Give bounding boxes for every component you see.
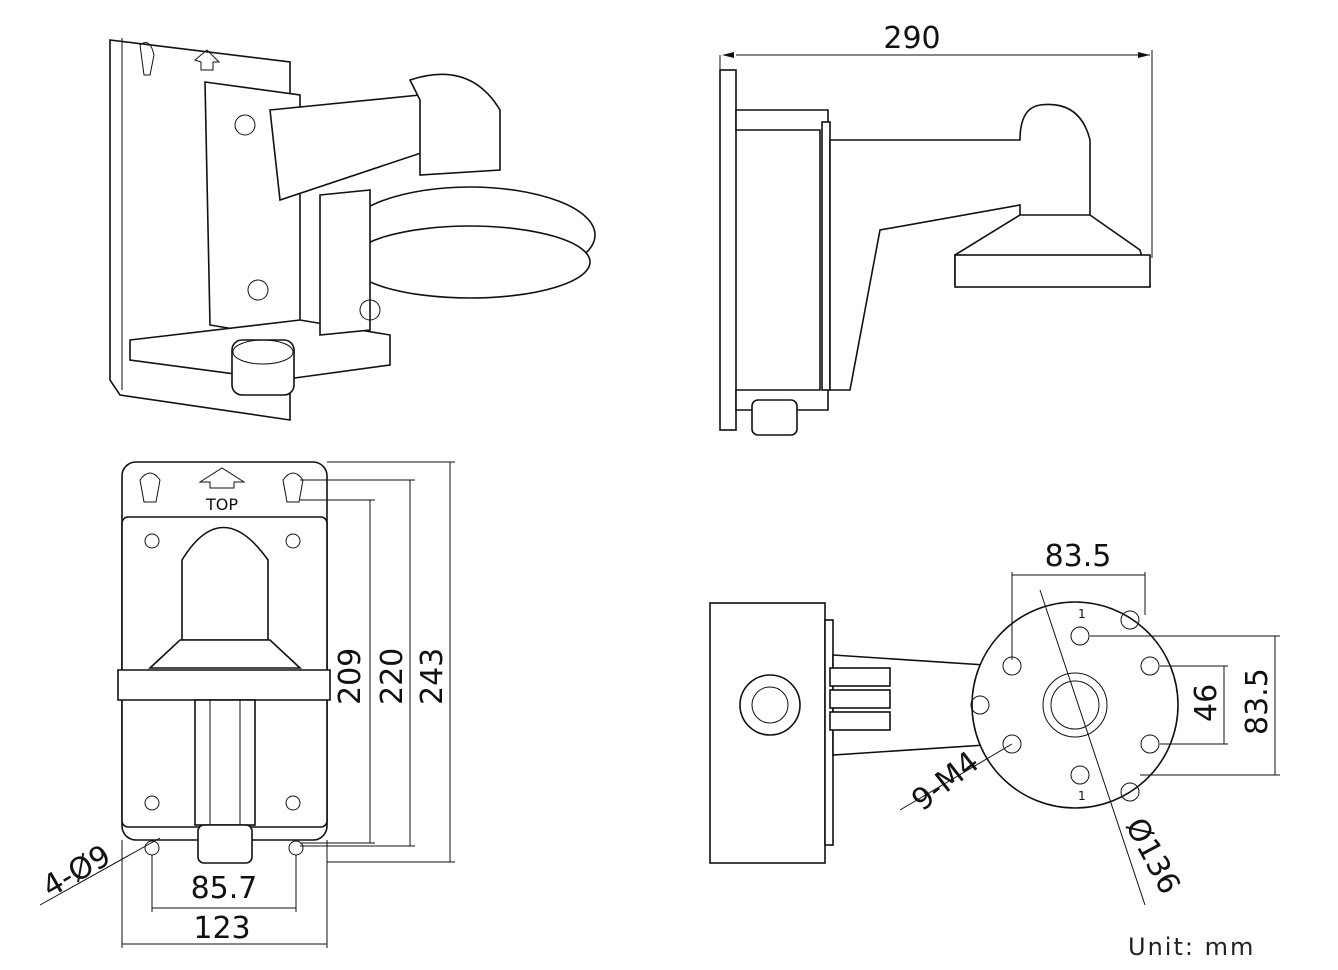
- width-123-label: 123: [193, 911, 250, 946]
- hole-spacing-v-label: 83.5: [1240, 668, 1275, 735]
- width-290-label: 290: [883, 21, 940, 56]
- screws-label: 9-M4: [905, 745, 986, 819]
- marker-1-bottom: 1: [1078, 789, 1086, 803]
- marker-1-top: 1: [1078, 607, 1086, 621]
- front-view: TOP 209 220 243 85.7 123 4-Ø9: [37, 461, 455, 948]
- height-243-label: 243: [415, 648, 450, 705]
- top-label: TOP: [205, 495, 238, 514]
- bottom-view: 1 1 83.5 46 83.5 Ø136 9-M4: [709, 539, 1280, 906]
- unit-label: Unit: mm: [1128, 933, 1255, 961]
- inner-spacing-label: 46: [1189, 684, 1224, 722]
- screw-holes: [970, 610, 1160, 802]
- hole-spacing-h-label: 83.5: [1045, 539, 1112, 574]
- side-view: 290: [719, 21, 1153, 436]
- height-220-label: 220: [375, 648, 410, 705]
- holes-label: 4-Ø9: [37, 838, 117, 905]
- isometric-view: [109, 38, 596, 421]
- height-209-label: 209: [333, 648, 368, 705]
- hole-spacing-label: 85.7: [191, 871, 258, 906]
